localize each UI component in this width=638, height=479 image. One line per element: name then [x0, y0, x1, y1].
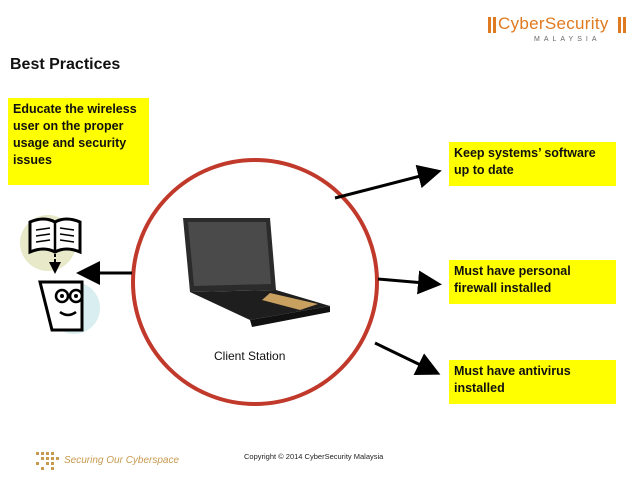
cybersecurity-logo: CyberSecurity MALAYSIA: [488, 14, 628, 50]
antivirus-box: Must have antivirus installed: [449, 360, 616, 404]
laptop-icon: [183, 218, 330, 327]
logo-bar-left: [488, 17, 491, 33]
logo-bar-right: [618, 17, 621, 33]
footer-tagline: Securing Our Cyberspace: [64, 455, 180, 466]
page-title: Best Practices: [10, 56, 121, 73]
logo-bar-right-2: [623, 17, 626, 33]
copyright-text: Copyright © 2014 CyberSecurity Malaysia: [244, 452, 384, 461]
firewall-box: Must have personal firewall installed: [449, 260, 616, 304]
book-icon: [20, 215, 82, 271]
client-station-circle: [131, 158, 379, 406]
client-station-label: Client Station: [214, 349, 286, 363]
logo-bar-left-2: [493, 17, 496, 33]
arrow-to-software: [334, 164, 442, 200]
software-update-box: Keep systems’ software up to date: [449, 142, 616, 186]
educate-user-box: Educate the wireless user on the proper …: [8, 98, 149, 185]
footer-logo-icon: [36, 452, 59, 470]
arrow-to-firewall: [377, 270, 442, 295]
user-icon: [38, 280, 100, 334]
logo-sub-text: MALAYSIA: [534, 36, 601, 43]
logo-main-text: CyberSecurity: [498, 14, 609, 33]
arrow-to-antivirus: [374, 341, 441, 375]
